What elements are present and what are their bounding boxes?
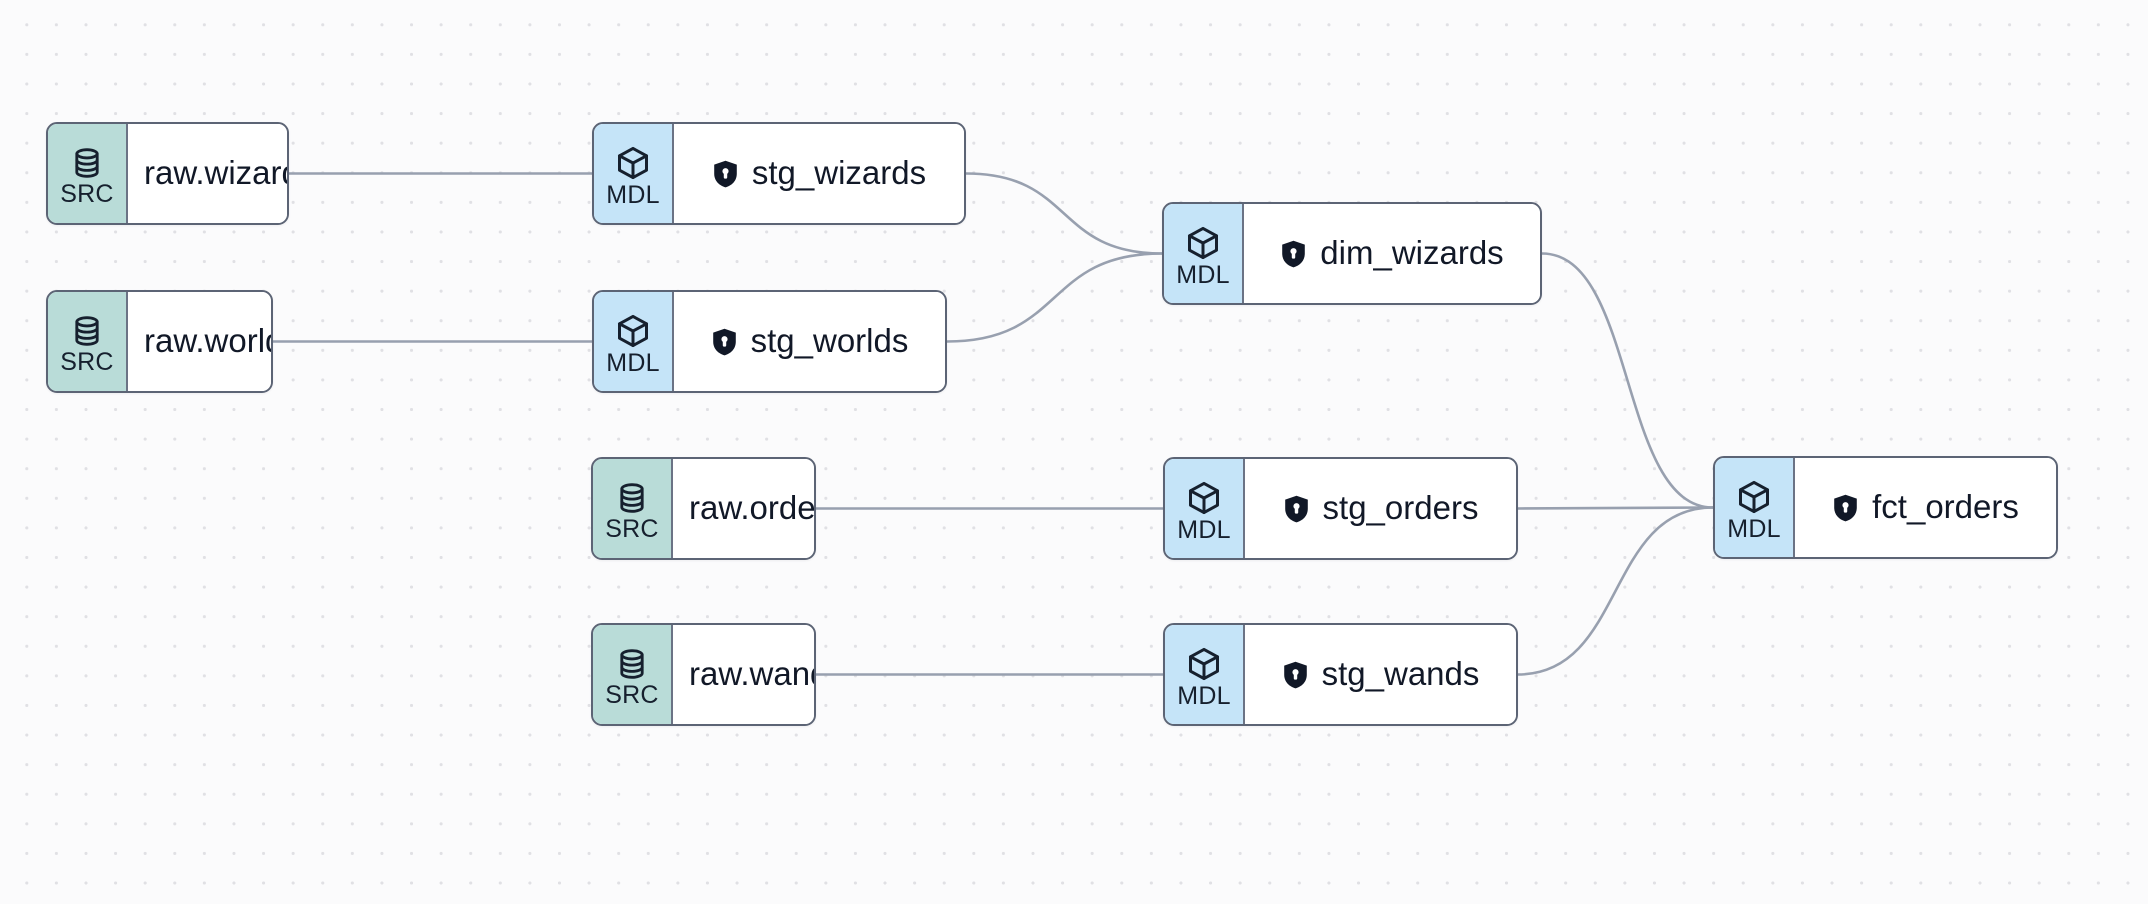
node-body: stg_wizards: [674, 124, 964, 223]
graph-node-raw_wizards[interactable]: SRC raw.wizards: [46, 122, 289, 225]
node-kind-label: SRC: [60, 180, 114, 208]
graph-node-dim_wizards[interactable]: MDL dim_wizards: [1162, 202, 1542, 305]
lock-shield-icon: [1280, 239, 1307, 269]
node-body: dim_wizards: [1244, 204, 1540, 303]
graph-node-stg_wands[interactable]: MDL stg_wands: [1163, 623, 1518, 726]
node-label: raw.wands: [689, 655, 814, 693]
node-kind-badge-src: SRC: [48, 292, 128, 391]
node-kind-badge-src: SRC: [593, 459, 673, 558]
graph-node-raw_worlds[interactable]: SRC raw.worlds: [46, 290, 273, 393]
node-kind-label: MDL: [606, 181, 660, 209]
graph-edge-stg_wizards-to-dim_wizards: [964, 172, 1164, 255]
node-kind-badge-mdl: MDL: [594, 292, 674, 391]
node-kind-label: MDL: [1177, 516, 1231, 544]
node-kind-label: MDL: [1727, 515, 1781, 543]
graph-node-stg_orders[interactable]: MDL stg_orders: [1163, 457, 1518, 560]
database-icon: [615, 647, 649, 681]
graph-edge-stg_worlds-to-dim_wizards: [945, 252, 1164, 343]
node-kind-label: MDL: [1176, 261, 1230, 289]
node-kind-badge-src: SRC: [593, 625, 673, 724]
database-icon: [615, 481, 649, 515]
node-body: stg_worlds: [674, 292, 945, 391]
node-label: stg_orders: [1322, 489, 1479, 527]
node-body: stg_orders: [1245, 459, 1516, 558]
node-kind-label: MDL: [1177, 682, 1231, 710]
node-kind-badge-mdl: MDL: [1164, 204, 1244, 303]
node-label: raw.wizards: [144, 154, 287, 192]
node-label: raw.orders: [689, 489, 816, 527]
lock-shield-icon: [1282, 660, 1309, 690]
database-icon: [70, 314, 104, 348]
node-body: raw.worlds: [128, 292, 271, 391]
node-label: stg_wands: [1321, 655, 1480, 693]
database-icon: [70, 146, 104, 180]
node-kind-label: SRC: [605, 681, 659, 709]
cube-icon: [1186, 480, 1222, 516]
graph-edge-stg_orders-to-fct_orders: [1516, 506, 1715, 510]
node-kind-label: SRC: [605, 515, 659, 543]
graph-node-raw_wands[interactable]: SRC raw.wands: [591, 623, 816, 726]
node-label: fct_orders: [1872, 488, 2019, 526]
node-kind-badge-src: SRC: [48, 124, 128, 223]
graph-node-stg_wizards[interactable]: MDL stg_wizards: [592, 122, 966, 225]
node-kind-badge-mdl: MDL: [1715, 458, 1795, 557]
lock-shield-icon: [711, 327, 738, 357]
node-body: stg_wands: [1245, 625, 1516, 724]
lock-shield-icon: [1832, 493, 1859, 523]
node-kind-badge-mdl: MDL: [1165, 459, 1245, 558]
node-kind-badge-mdl: MDL: [594, 124, 674, 223]
node-label: stg_wizards: [751, 154, 927, 192]
node-body: raw.wizards: [128, 124, 287, 223]
graph-node-stg_worlds[interactable]: MDL stg_worlds: [592, 290, 947, 393]
node-kind-label: SRC: [60, 348, 114, 376]
node-body: fct_orders: [1795, 458, 2056, 557]
cube-icon: [1185, 225, 1221, 261]
cube-icon: [615, 313, 651, 349]
node-kind-label: MDL: [606, 349, 660, 377]
cube-icon: [1186, 646, 1222, 682]
node-label: raw.worlds: [144, 322, 271, 360]
graph-edge-stg_wands-to-fct_orders: [1516, 506, 1715, 676]
lock-shield-icon: [712, 159, 739, 189]
node-label: stg_worlds: [750, 322, 909, 360]
graph-node-raw_orders[interactable]: SRC raw.orders: [591, 457, 816, 560]
node-kind-badge-mdl: MDL: [1165, 625, 1245, 724]
cube-icon: [615, 145, 651, 181]
cube-icon: [1736, 479, 1772, 515]
graph-node-fct_orders[interactable]: MDL fct_orders: [1713, 456, 2058, 559]
graph-edge-dim_wizards-to-fct_orders: [1540, 252, 1715, 509]
node-body: raw.wands: [673, 625, 814, 724]
lock-shield-icon: [1283, 494, 1310, 524]
node-body: raw.orders: [673, 459, 816, 558]
node-label: dim_wizards: [1320, 234, 1504, 272]
